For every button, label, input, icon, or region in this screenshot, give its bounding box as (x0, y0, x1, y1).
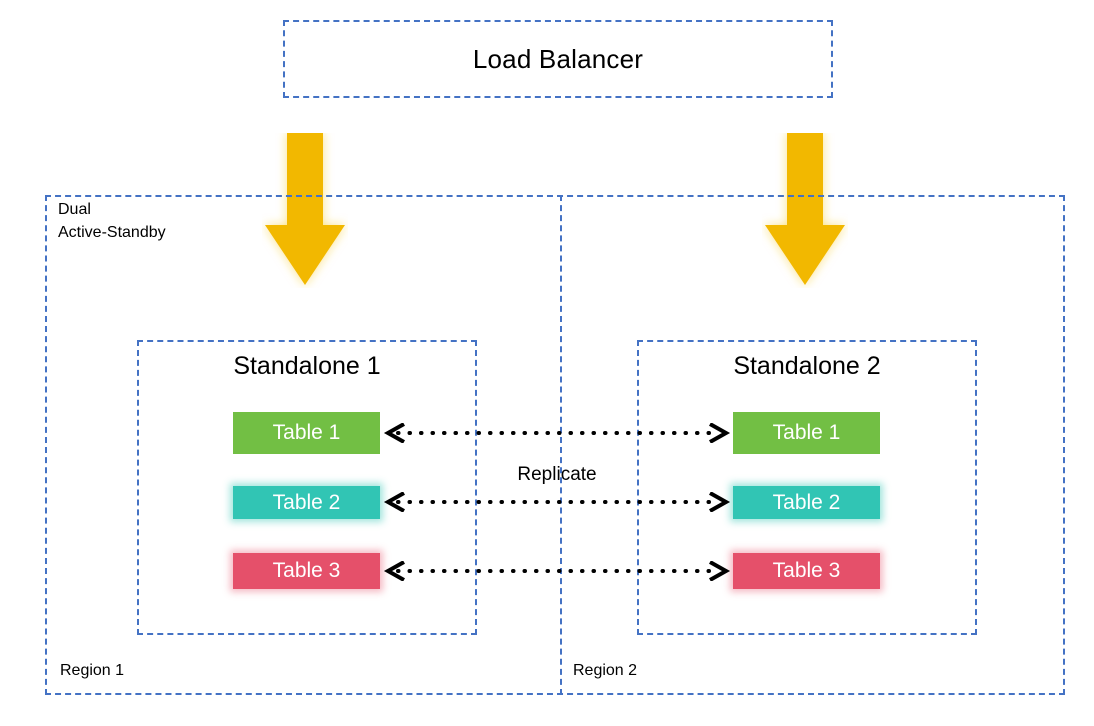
region-divider (560, 195, 562, 695)
region-2-label: Region 2 (573, 662, 638, 679)
down-arrow-icon (265, 133, 345, 285)
load-balancer-label: Load Balancer (472, 43, 644, 74)
standalone-2-table-2: Table 2 (733, 486, 880, 519)
standalone-1-title: Standalone 1 (233, 352, 381, 380)
standalone-2-table-1: Table 1 (733, 412, 880, 454)
load-balancer-box: Load Balancer (283, 20, 833, 98)
dual-active-standby-label: Dual Active-Standby (58, 201, 166, 241)
standalone-2-box (637, 340, 977, 635)
region-1-label: Region 1 (60, 662, 125, 679)
standalone-2-table-3: Table 3 (733, 553, 880, 589)
replicate-label: Replicate (517, 464, 597, 485)
standalone-1-table-2: Table 2 (233, 486, 380, 519)
standalone-1-table-3: Table 3 (233, 553, 380, 589)
dual-active-standby-box (45, 195, 1065, 695)
traffic-arrow-region-1 (262, 133, 348, 288)
standalone-1-table-1: Table 1 (233, 412, 380, 454)
down-arrow-icon (765, 133, 845, 285)
traffic-arrow-region-2 (762, 133, 848, 288)
standalone-1-box (137, 340, 477, 635)
standalone-2-title: Standalone 2 (733, 352, 881, 380)
